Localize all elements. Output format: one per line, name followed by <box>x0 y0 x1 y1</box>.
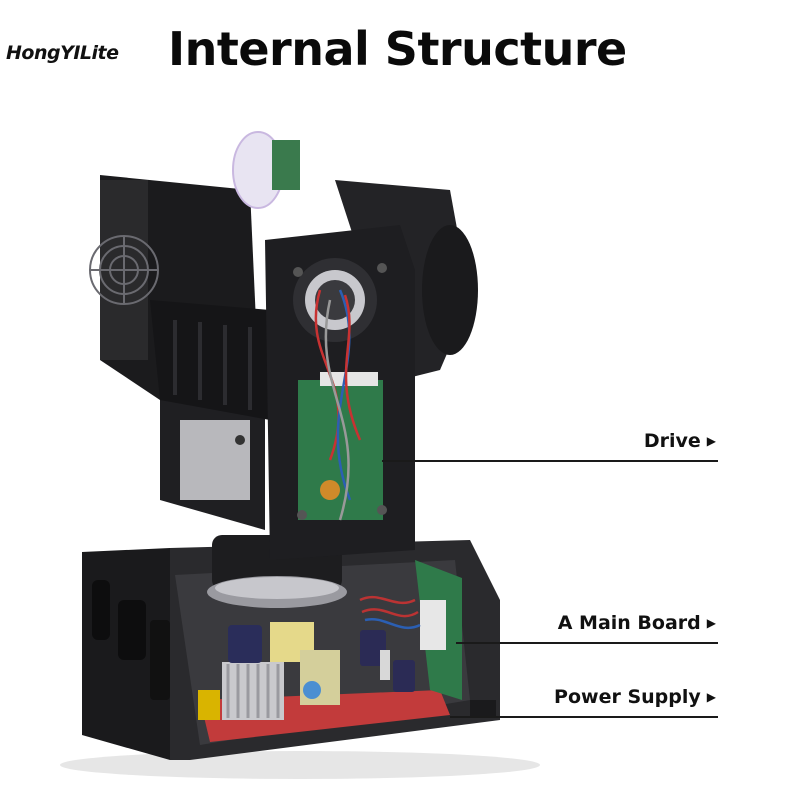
callout-drive: Drive ▶ <box>644 430 716 452</box>
moving-head <box>89 131 478 560</box>
callout-drive-label: Drive <box>643 430 701 452</box>
yoke <box>160 380 265 530</box>
triangle-right-icon: ▶ <box>706 616 716 630</box>
callout-main-board-label: A Main Board <box>557 612 701 634</box>
leader-line-drive <box>382 460 718 462</box>
brand-logo: HongYILite <box>6 42 119 64</box>
power-supply-board <box>198 622 450 742</box>
callout-main-board: A Main Board ▶ <box>558 612 716 634</box>
triangle-right-icon: ▶ <box>706 690 716 704</box>
page-title: Internal Structure <box>168 22 627 76</box>
leader-line-main-board <box>456 642 718 644</box>
callout-power-supply-label: Power Supply <box>554 686 701 708</box>
triangle-right-icon: ▶ <box>706 434 716 448</box>
callout-power-supply: Power Supply ▶ <box>554 686 716 708</box>
main-board <box>359 560 496 718</box>
leader-line-power-supply <box>450 716 718 718</box>
